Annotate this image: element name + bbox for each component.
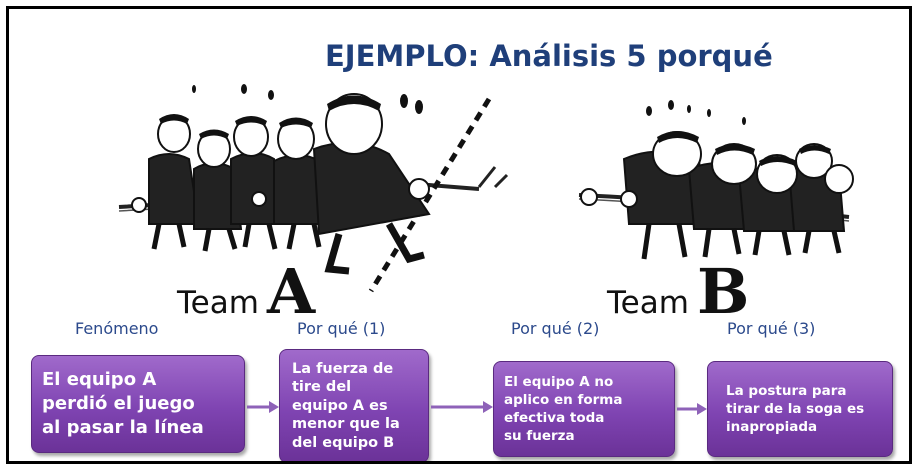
step-text-porque-2: El equipo A no aplico en forma efectiva … — [504, 374, 623, 444]
arrow-1-icon — [247, 401, 279, 413]
step-box-porque-3: La postura para tirar de la soga es inap… — [707, 361, 893, 457]
step-text-porque-1: La fuerza de tire del equipo A es menor … — [292, 360, 400, 451]
arrow-3-icon — [677, 403, 707, 415]
step-box-porque-1: La fuerza de tire del equipo A es menor … — [279, 349, 429, 461]
slide-frame: EJEMPLO: Análisis 5 porqué — [6, 6, 912, 464]
step-text-fenomeno: El equipo A perdió el juego al pasar la … — [42, 369, 204, 438]
step-box-porque-2: El equipo A no aplico en forma efectiva … — [493, 361, 675, 457]
step-label-porque-2: Por qué (2) — [511, 319, 600, 338]
step-box-fenomeno: El equipo A perdió el juego al pasar la … — [31, 355, 245, 453]
slide-title: EJEMPLO: Análisis 5 porqué — [325, 39, 773, 73]
arrow-2-icon — [431, 401, 493, 413]
step-label-fenomeno: Fenómeno — [75, 319, 159, 338]
team-b-letter: B — [696, 255, 750, 328]
step-label-porque-3: Por qué (3) — [727, 319, 816, 338]
team-b-word: Team — [607, 285, 689, 321]
tug-of-war-illustration — [118, 84, 854, 293]
team-a-word: Team — [177, 285, 259, 321]
team-a-letter: A — [266, 255, 316, 328]
step-text-porque-3: La postura para tirar de la soga es inap… — [726, 383, 865, 435]
step-label-porque-1: Por qué (1) — [297, 319, 386, 338]
